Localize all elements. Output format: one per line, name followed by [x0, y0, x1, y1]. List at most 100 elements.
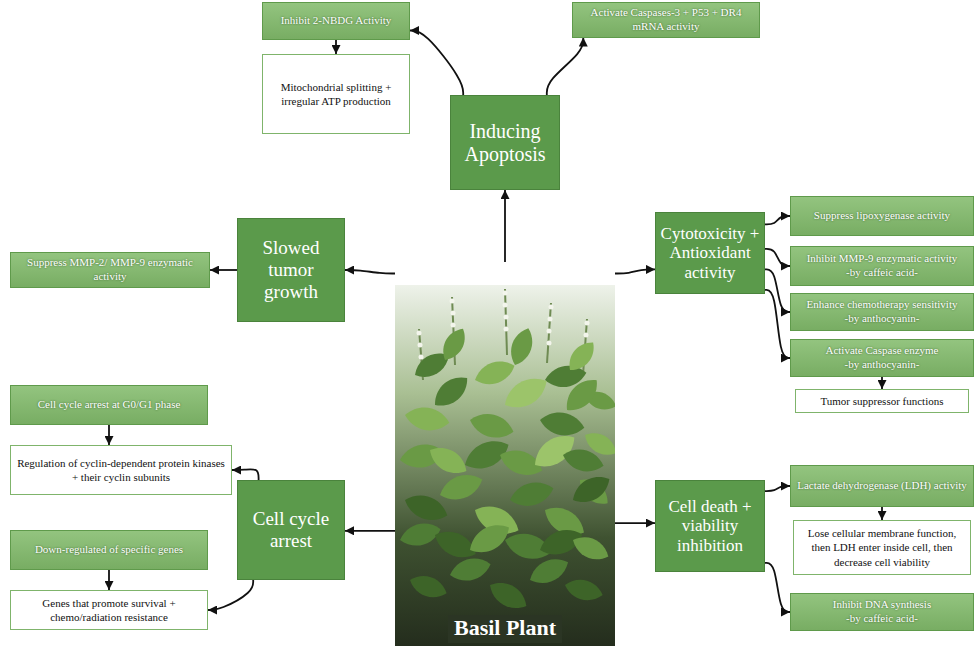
leaf [538, 409, 586, 439]
node-text: Activate Caspase enzyme [825, 344, 938, 358]
connector-arrow [335, 40, 337, 54]
leaf [428, 370, 474, 413]
effect-box: Lactate dehydrogenase (LDH) activity [790, 465, 974, 507]
connector-arrow [615, 522, 655, 524]
plant-node: Basil Plant [395, 262, 615, 646]
connector-arrow [765, 249, 790, 266]
node-text: Enhance chemotherapy sensitivity [807, 298, 958, 312]
node-text: Activate Caspases-3 + P53 + DR4 mRNA act… [579, 6, 753, 34]
effect-box: Inhibit MMP-9 enzymatic activity-by caff… [790, 246, 974, 286]
flower [547, 329, 552, 334]
basil-illustration [395, 285, 615, 646]
node-text: Lactate dehydrogenase (LDH) activity [797, 479, 967, 493]
connector-arrow [765, 486, 790, 491]
category-box: Cytotoxicity + Antioxidant activity [655, 212, 765, 294]
leaf [562, 576, 605, 605]
leaf [485, 576, 532, 615]
stem [505, 289, 507, 355]
stem [547, 303, 551, 363]
leaf [560, 373, 605, 418]
leaf [403, 404, 451, 434]
connector-arrow [615, 269, 655, 273]
connector-arrow [108, 570, 110, 590]
connector-arrow [345, 530, 395, 532]
node-subtext: -by anthocyanin- [845, 358, 920, 372]
leaf [436, 469, 486, 506]
node-text: Inhibit DNA synthesis [833, 598, 931, 612]
node-text: Inducing Apoptosis [455, 120, 555, 166]
flower [548, 317, 553, 322]
effect-box: Suppress lipoxygenase activity [790, 196, 974, 236]
flower [451, 323, 456, 328]
category-box: Inducing Apoptosis [450, 95, 560, 190]
flower [503, 291, 508, 296]
leaf [526, 553, 573, 590]
node-text: Basil Plant [448, 615, 562, 643]
node-text: Cell cycle arrest [242, 508, 340, 552]
flower [504, 315, 509, 320]
node-text: Inhibit MMP-9 enzymatic activity [807, 252, 958, 266]
leaf [507, 477, 556, 510]
effect-box: Down-regulated of specific genes [10, 530, 208, 570]
node-text: Suppress lipoxygenase activity [814, 209, 950, 223]
effect-box: Enhance chemotherapy sensitivity-by anth… [790, 293, 974, 331]
node-subtext: -by anthocyanin- [845, 312, 920, 326]
connector-arrow [881, 507, 883, 520]
flowers [417, 291, 590, 360]
leaf [407, 571, 450, 603]
flower [419, 355, 424, 360]
node-text: Regulation of cyclin-dependent protein k… [17, 456, 225, 485]
flower [585, 321, 590, 326]
leaf [506, 325, 538, 368]
node-text: Cell cycle arrest at G0/G1 phase [38, 398, 181, 412]
leaf [437, 324, 471, 364]
outcome-box: Mitochondrial splitting + irregular ATP … [262, 54, 410, 134]
connector-arrow [232, 469, 259, 480]
node-text: Inhibit 2-NBDG Activity [281, 14, 392, 28]
flower [504, 327, 509, 332]
leaf [425, 441, 472, 480]
leaf [569, 531, 613, 565]
category-box: Cell death + viability inhibition [655, 480, 765, 572]
node-text: Suppress MMP-2/ MMP-9 enzymatic activity [17, 256, 203, 284]
flower [451, 311, 456, 316]
flower [418, 343, 423, 348]
effect-box: Activate Caspase enzyme-by anthocyanin- [790, 339, 974, 377]
connector-arrow [108, 425, 110, 445]
outcome-box: Genes that promote survival + chemo/radi… [10, 590, 208, 630]
connector-arrow [765, 563, 790, 612]
connector-arrow [410, 31, 463, 96]
flower [584, 333, 589, 338]
flower [547, 341, 552, 346]
connector-arrow [210, 269, 237, 271]
connector-arrow [881, 377, 883, 389]
node-text: Mitochondrial splitting + irregular ATP … [269, 80, 403, 109]
node-text: Down-regulated of specific genes [35, 543, 183, 557]
outcome-box: Regulation of cyclin-dependent protein k… [10, 445, 232, 495]
leaves [397, 324, 615, 615]
node-text: Tumor suppressor functions [820, 394, 943, 408]
node-text: Cytotoxicity + Antioxidant activity [660, 224, 760, 283]
flower [417, 331, 422, 336]
node-text: Lose cellular membrane function, then LD… [800, 526, 964, 569]
leaf [467, 409, 516, 442]
node-text: Slowed tumor growth [242, 237, 340, 303]
leaf [447, 554, 493, 585]
effect-box: Inhibit DNA synthesis-by caffeic acid- [790, 593, 974, 631]
node-subtext: -by caffeic acid- [846, 266, 918, 280]
node-text: Cell death + viability inhibition [660, 497, 760, 556]
leaf [499, 371, 553, 416]
leaf [471, 356, 518, 390]
connector-arrow [547, 38, 583, 96]
connector-arrow [208, 580, 253, 610]
category-box: Slowed tumor growth [237, 218, 345, 322]
node-subtext: -by caffeic acid- [846, 612, 918, 626]
effect-box: Inhibit 2-NBDG Activity [262, 2, 410, 40]
flower [503, 303, 508, 308]
connector-arrow [345, 270, 395, 274]
connector-arrow [765, 290, 790, 358]
outcome-box: Lose cellular membrane function, then LD… [793, 520, 971, 575]
flower [450, 299, 455, 304]
category-box: Cell cycle arrest [237, 480, 345, 580]
